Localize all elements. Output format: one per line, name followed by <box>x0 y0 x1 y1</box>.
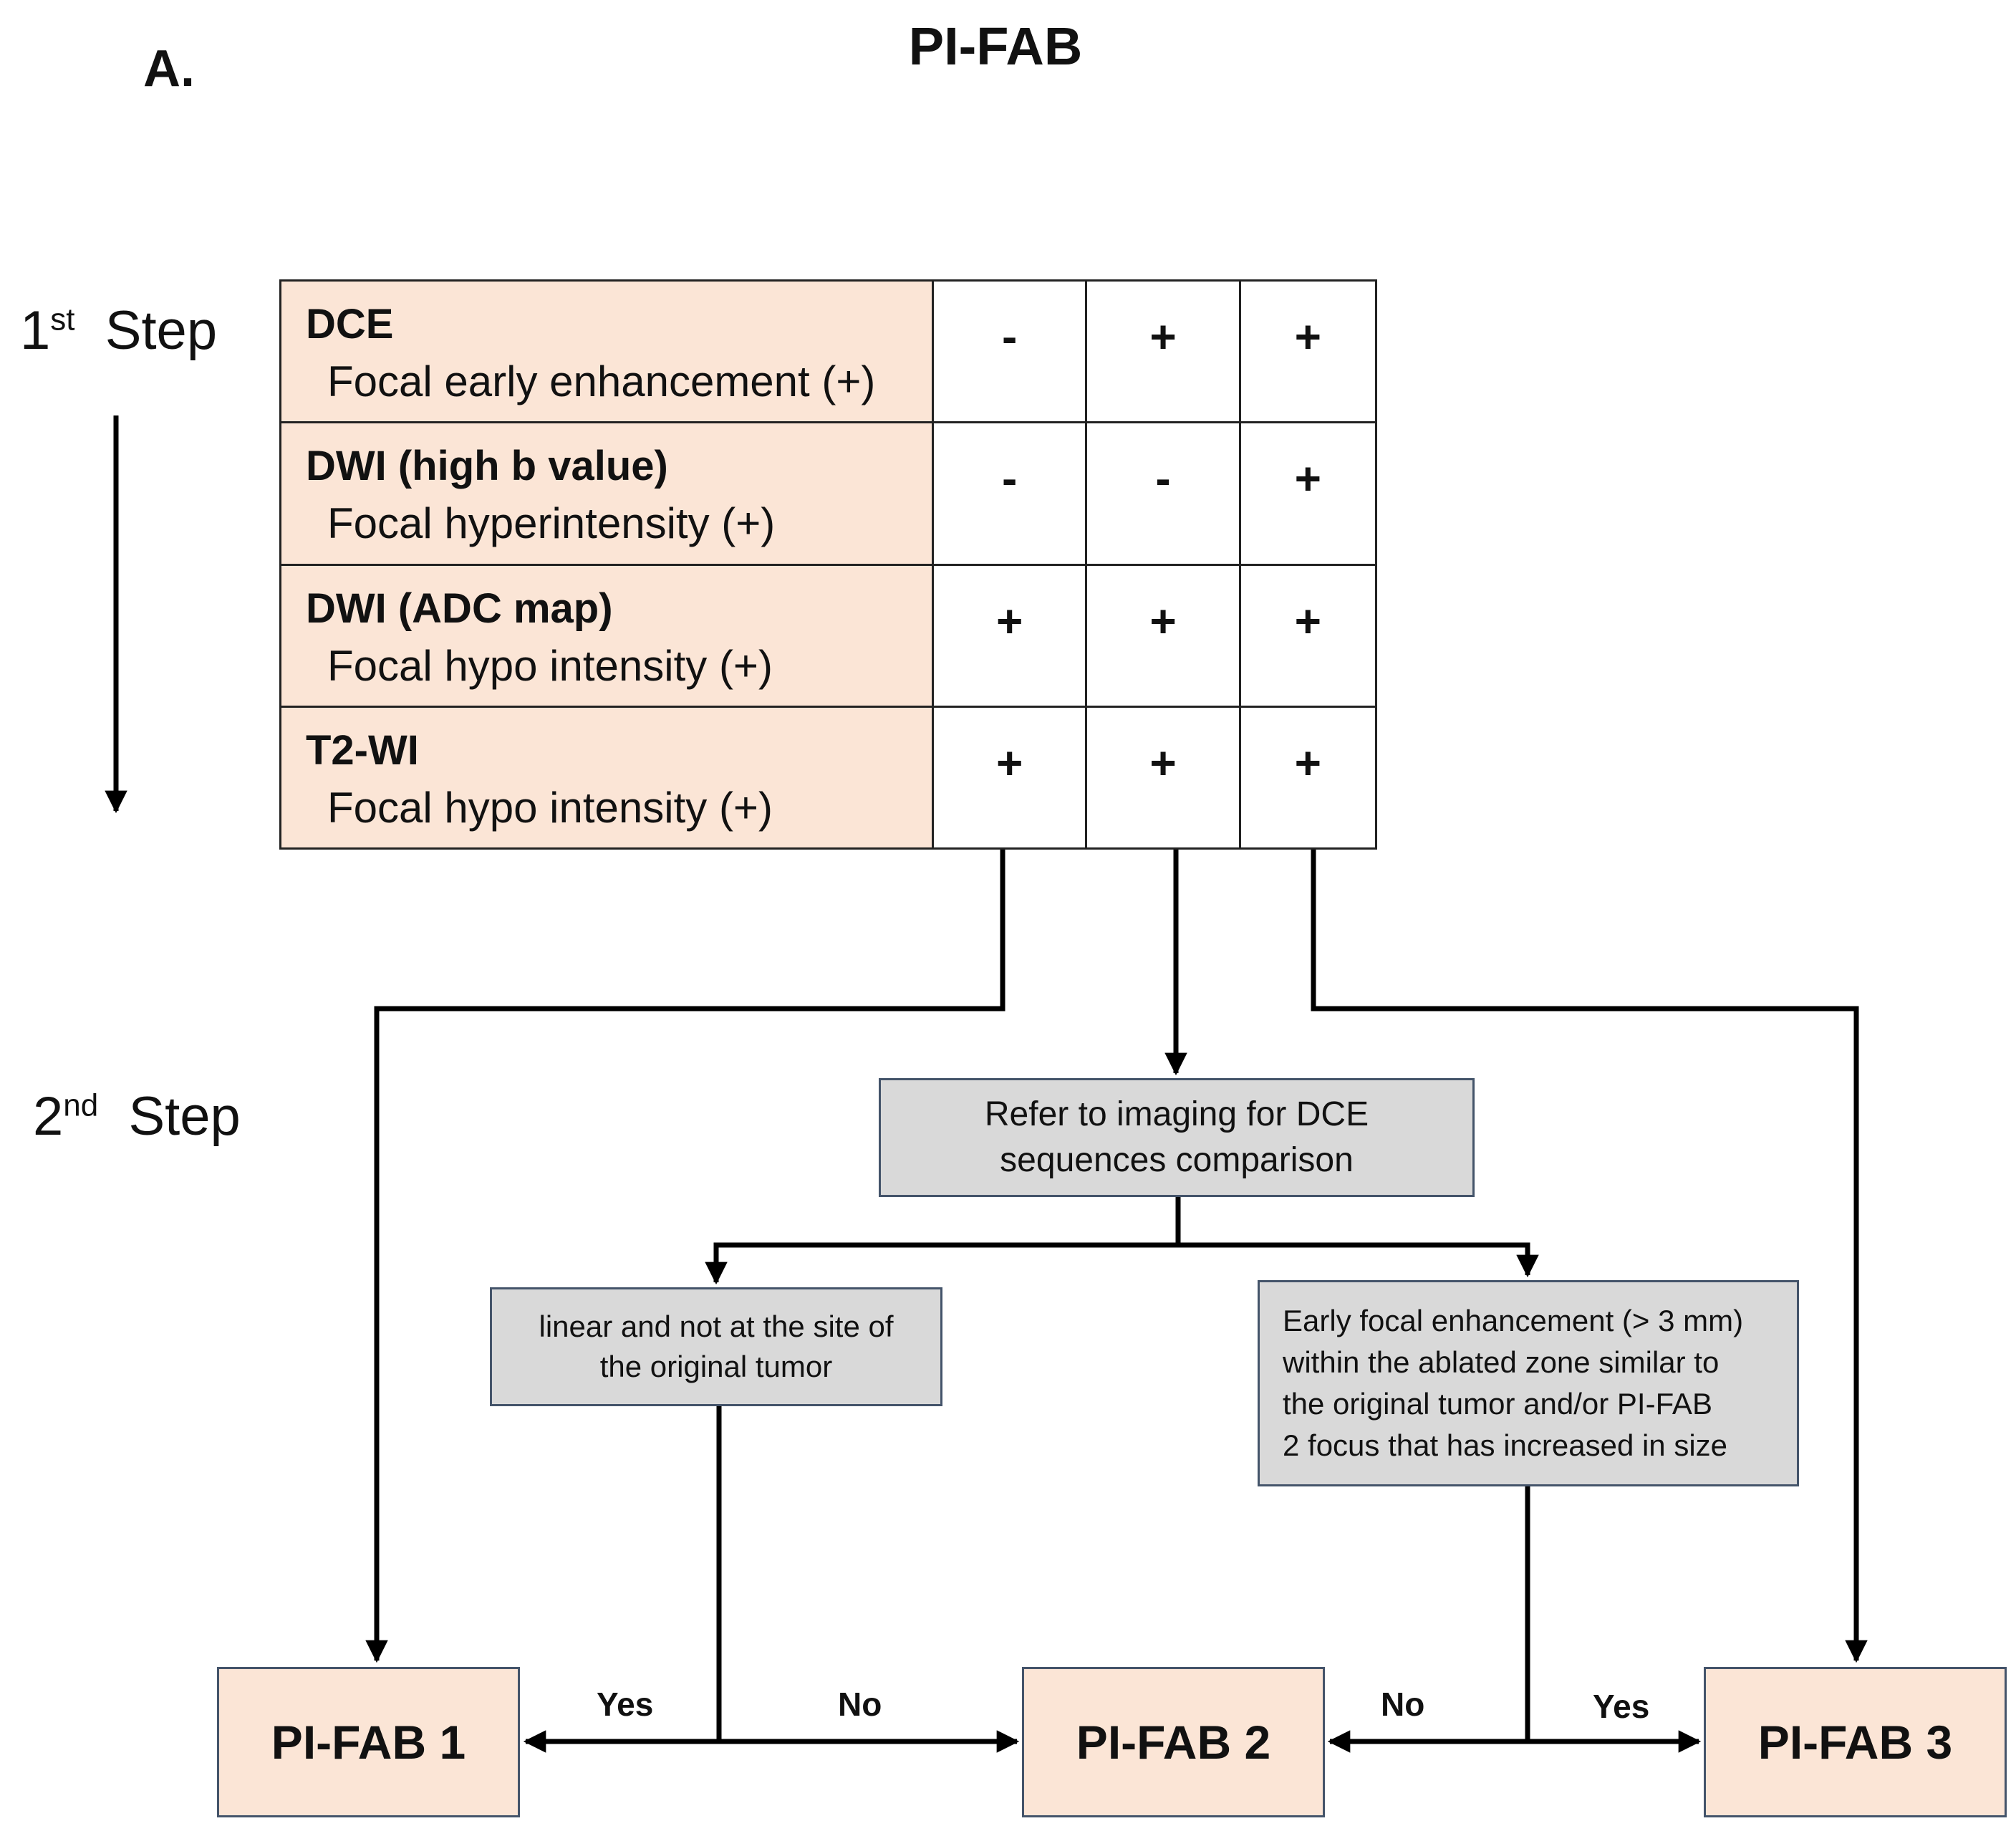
mark-cell: + <box>1085 563 1241 708</box>
second-step-word: Step <box>128 1086 241 1147</box>
connector-refer-to-linear <box>705 1242 1178 1285</box>
first-step-number: 1 <box>20 300 51 361</box>
mark-cell: + <box>1238 421 1378 566</box>
label-right-no: No <box>1381 1686 1425 1723</box>
refer-line-1: Refer to imaging for DCE <box>984 1095 1369 1133</box>
refer-dce-comparison-box: Refer to imaging for DCE sequences compa… <box>879 1078 1475 1197</box>
second-step-number: 2 <box>33 1086 64 1147</box>
mark-cell: + <box>1085 279 1241 424</box>
criterion-title: DCE <box>306 301 394 347</box>
label-left-yes: Yes <box>597 1686 654 1723</box>
criterion-cell: T2-WI Focal hypo intensity (+) <box>279 705 934 850</box>
first-step-label: 1st Step <box>20 299 217 362</box>
diagram-title: PI-FAB <box>908 16 1083 76</box>
label-right-yes: Yes <box>1593 1688 1650 1725</box>
connector-column1-to-pifab1 <box>365 850 1005 1663</box>
mark-cell: - <box>931 421 1088 566</box>
criterion-title: T2-WI <box>306 726 419 774</box>
connector-refer-to-early <box>1178 1242 1539 1278</box>
early-line-4: 2 focus that has increased in size <box>1283 1428 1728 1462</box>
second-step-suffix: nd <box>63 1087 99 1123</box>
early-line-2: within the ablated zone similar to <box>1283 1345 1720 1379</box>
criterion-description: Focal hypo intensity (+) <box>327 641 773 690</box>
mark-cell: + <box>931 705 1088 850</box>
early-line-3: the original tumor and/or PI-FAB <box>1283 1387 1712 1421</box>
mark-cell: + <box>1238 279 1378 424</box>
criteria-row-t2wi: T2-WI Focal hypo intensity (+) + + + <box>279 705 1378 850</box>
connector-column3-to-pifab3 <box>1311 850 1868 1663</box>
mark-cell: + <box>1238 563 1378 708</box>
outcome-pifab-2: PI-FAB 2 <box>1022 1667 1325 1817</box>
outcome-pifab-3: PI-FAB 3 <box>1704 1667 2007 1817</box>
mark-cell: - <box>931 279 1088 424</box>
criterion-cell: DWI (ADC map) Focal hypo intensity (+) <box>279 563 934 708</box>
criteria-table: DCE Focal early enhancement (+) - + + DW… <box>279 279 1378 850</box>
mark-cell: - <box>1085 421 1241 566</box>
first-step-suffix: st <box>50 302 75 337</box>
linear-line-2: the original tumor <box>599 1350 833 1383</box>
criteria-row-dwi-high-b: DWI (high b value) Focal hyperintensity … <box>279 421 1378 566</box>
early-enhancement-criterion-box: Early focal enhancement (> 3 mm) within … <box>1258 1280 1799 1486</box>
linear-line-1: linear and not at the site of <box>539 1310 894 1343</box>
criterion-description: Focal hyperintensity (+) <box>327 499 776 548</box>
refer-line-2: sequences comparison <box>1000 1141 1354 1179</box>
first-step-word: Step <box>105 300 218 361</box>
mark-cell: + <box>1085 705 1241 850</box>
criterion-cell: DWI (high b value) Focal hyperintensity … <box>279 421 934 566</box>
mark-cell: + <box>1238 705 1378 850</box>
second-step-label: 2nd Step <box>33 1085 241 1148</box>
criterion-cell: DCE Focal early enhancement (+) <box>279 279 934 424</box>
criterion-description: Focal hypo intensity (+) <box>327 783 773 832</box>
criteria-row-dwi-adc: DWI (ADC map) Focal hypo intensity (+) +… <box>279 563 1378 708</box>
criteria-row-dce: DCE Focal early enhancement (+) - + + <box>279 279 1378 424</box>
linear-criterion-box: linear and not at the site of the origin… <box>490 1287 942 1406</box>
panel-letter: A. <box>143 40 195 97</box>
mark-cell: + <box>931 563 1088 708</box>
outcome-pifab-1: PI-FAB 1 <box>217 1667 520 1817</box>
criterion-description: Focal early enhancement (+) <box>327 357 876 405</box>
early-line-1: Early focal enhancement (> 3 mm) <box>1283 1304 1744 1337</box>
criterion-title: DWI (high b value) <box>306 443 668 490</box>
label-left-no: No <box>838 1686 882 1723</box>
criterion-title: DWI (ADC map) <box>306 585 613 632</box>
